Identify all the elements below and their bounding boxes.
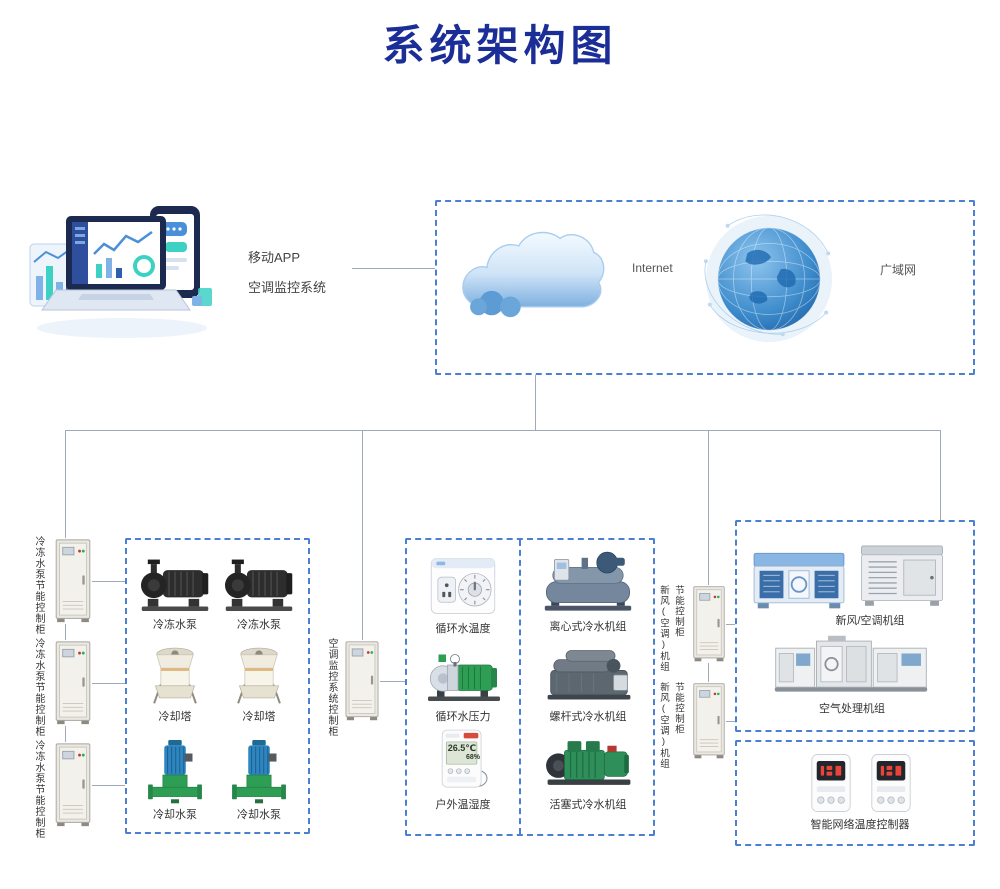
cooling-pump-icon-1 [147,736,203,806]
cooling-pump-label-1: 冷却水泵 [153,809,197,821]
connector-rightcab-1-2 [708,663,709,682]
left-cabinet-icon-1 [54,538,92,624]
air-handling-unit-icon [760,634,942,696]
screw-chiller-label: 螺杆式冷水机组 [549,711,627,723]
connector-cabinet-2-3 [65,726,66,742]
water-temp-controller-icon [429,556,497,616]
connector-rightcab2-ahubox [726,721,735,722]
connector-cabinet2-pumpbox [92,683,125,684]
network-thermostat-icon-2 [866,752,916,814]
thermometer-temp-readout: 26.5℃ [447,743,477,753]
air-handling-unit-label: 空气处理机组 [819,703,885,715]
connector-monitor-sensorbox [380,681,405,682]
packaged-ac-unit-icon [858,540,946,610]
left-cabinet-icon-3 [54,742,92,828]
connector-drop-left [65,430,66,538]
cooling-pump-icon-2 [231,736,287,806]
laptop-mobile-illustration-icon [22,192,222,352]
chilled-pump-label-2: 冷冻水泵 [237,619,281,631]
connector-drop-center [362,430,363,640]
fresh-air-cabinet-icon-2 [692,682,726,760]
monitor-cabinet-label: 空调监控系统控制柜 [326,638,337,737]
connector-rightcab1-ahubox [726,624,735,625]
connector-drop-right-cabinets [708,430,709,585]
screw-chiller-icon [543,646,635,704]
connector-cabinet-1-2 [65,624,66,640]
connector-cloud-trunk [535,375,536,430]
centrifugal-chiller-label: 离心式冷水机组 [549,621,627,633]
thermometer-hum-readout: 68% [465,754,480,761]
cloud-icon [456,220,606,328]
cooling-tower-label-1: 冷却塔 [158,711,192,723]
outdoor-temp-label: 户外温湿度 [435,799,491,811]
network-thermostat-label: 智能网络温度控制器 [810,819,910,831]
connector-app-cloud [352,268,435,269]
chilled-pump-label-1: 冷冻水泵 [153,619,197,631]
left-cabinet-label-2: 冷冻水泵节能控制柜 [33,638,44,737]
left-cabinet-label-1: 冷冻水泵节能控制柜 [33,536,44,635]
water-pressure-label: 循环水压力 [435,711,491,723]
sensor-chiller-box [405,538,655,836]
connector-drop-right-box [940,430,941,520]
controller-box [735,740,975,846]
connector-cabinet1-pumpbox [92,581,125,582]
fresh-air-cabinet-icon-1 [692,585,726,663]
centrifugal-chiller-icon [540,548,636,614]
cooling-pump-label-2: 冷却水泵 [237,809,281,821]
globe-icon [700,210,838,348]
fresh-air-unit-label: 新风/空调机组 [835,615,905,627]
monitor-cabinet-icon [344,640,380,722]
fresh-air-unit-icon [748,546,850,612]
cooling-tower-icon-1 [141,644,209,706]
page-title: 系统架构图 [382,22,618,69]
chilled-pump-icon-2 [221,552,297,614]
cooling-tower-label-2: 冷却塔 [242,711,276,723]
sensor-chiller-divider [519,540,521,834]
connector-cabinet3-pumpbox [92,785,125,786]
water-pressure-pump-icon [425,650,503,704]
network-thermostat-icon-1 [806,752,856,814]
left-cabinet-label-3: 冷冻水泵节能控制柜 [33,740,44,839]
ahu-box [735,520,975,732]
fresh-air-cabinet-label-1: 新风(空调)机组 节能控制柜 [658,585,684,672]
mobile-app-label: 移动APP [248,250,301,265]
cooling-tower-icon-2 [225,644,293,706]
chilled-pump-icon-1 [137,552,213,614]
wan-label: 广域网 [880,263,917,277]
piston-chiller-label: 活塞式冷水机组 [549,799,627,811]
internet-label: Internet [632,261,673,275]
left-cabinet-icon-2 [54,640,92,726]
fresh-air-cabinet-label-2: 新风(空调)机组 节能控制柜 [658,682,684,769]
water-temp-label: 循环水温度 [435,623,491,635]
connector-trunk [65,430,941,431]
monitoring-system-label: 空调监控系统 [248,280,327,295]
pump-equipment-box [125,538,310,834]
internet-wan-box [435,200,975,375]
piston-chiller-icon [543,728,635,788]
